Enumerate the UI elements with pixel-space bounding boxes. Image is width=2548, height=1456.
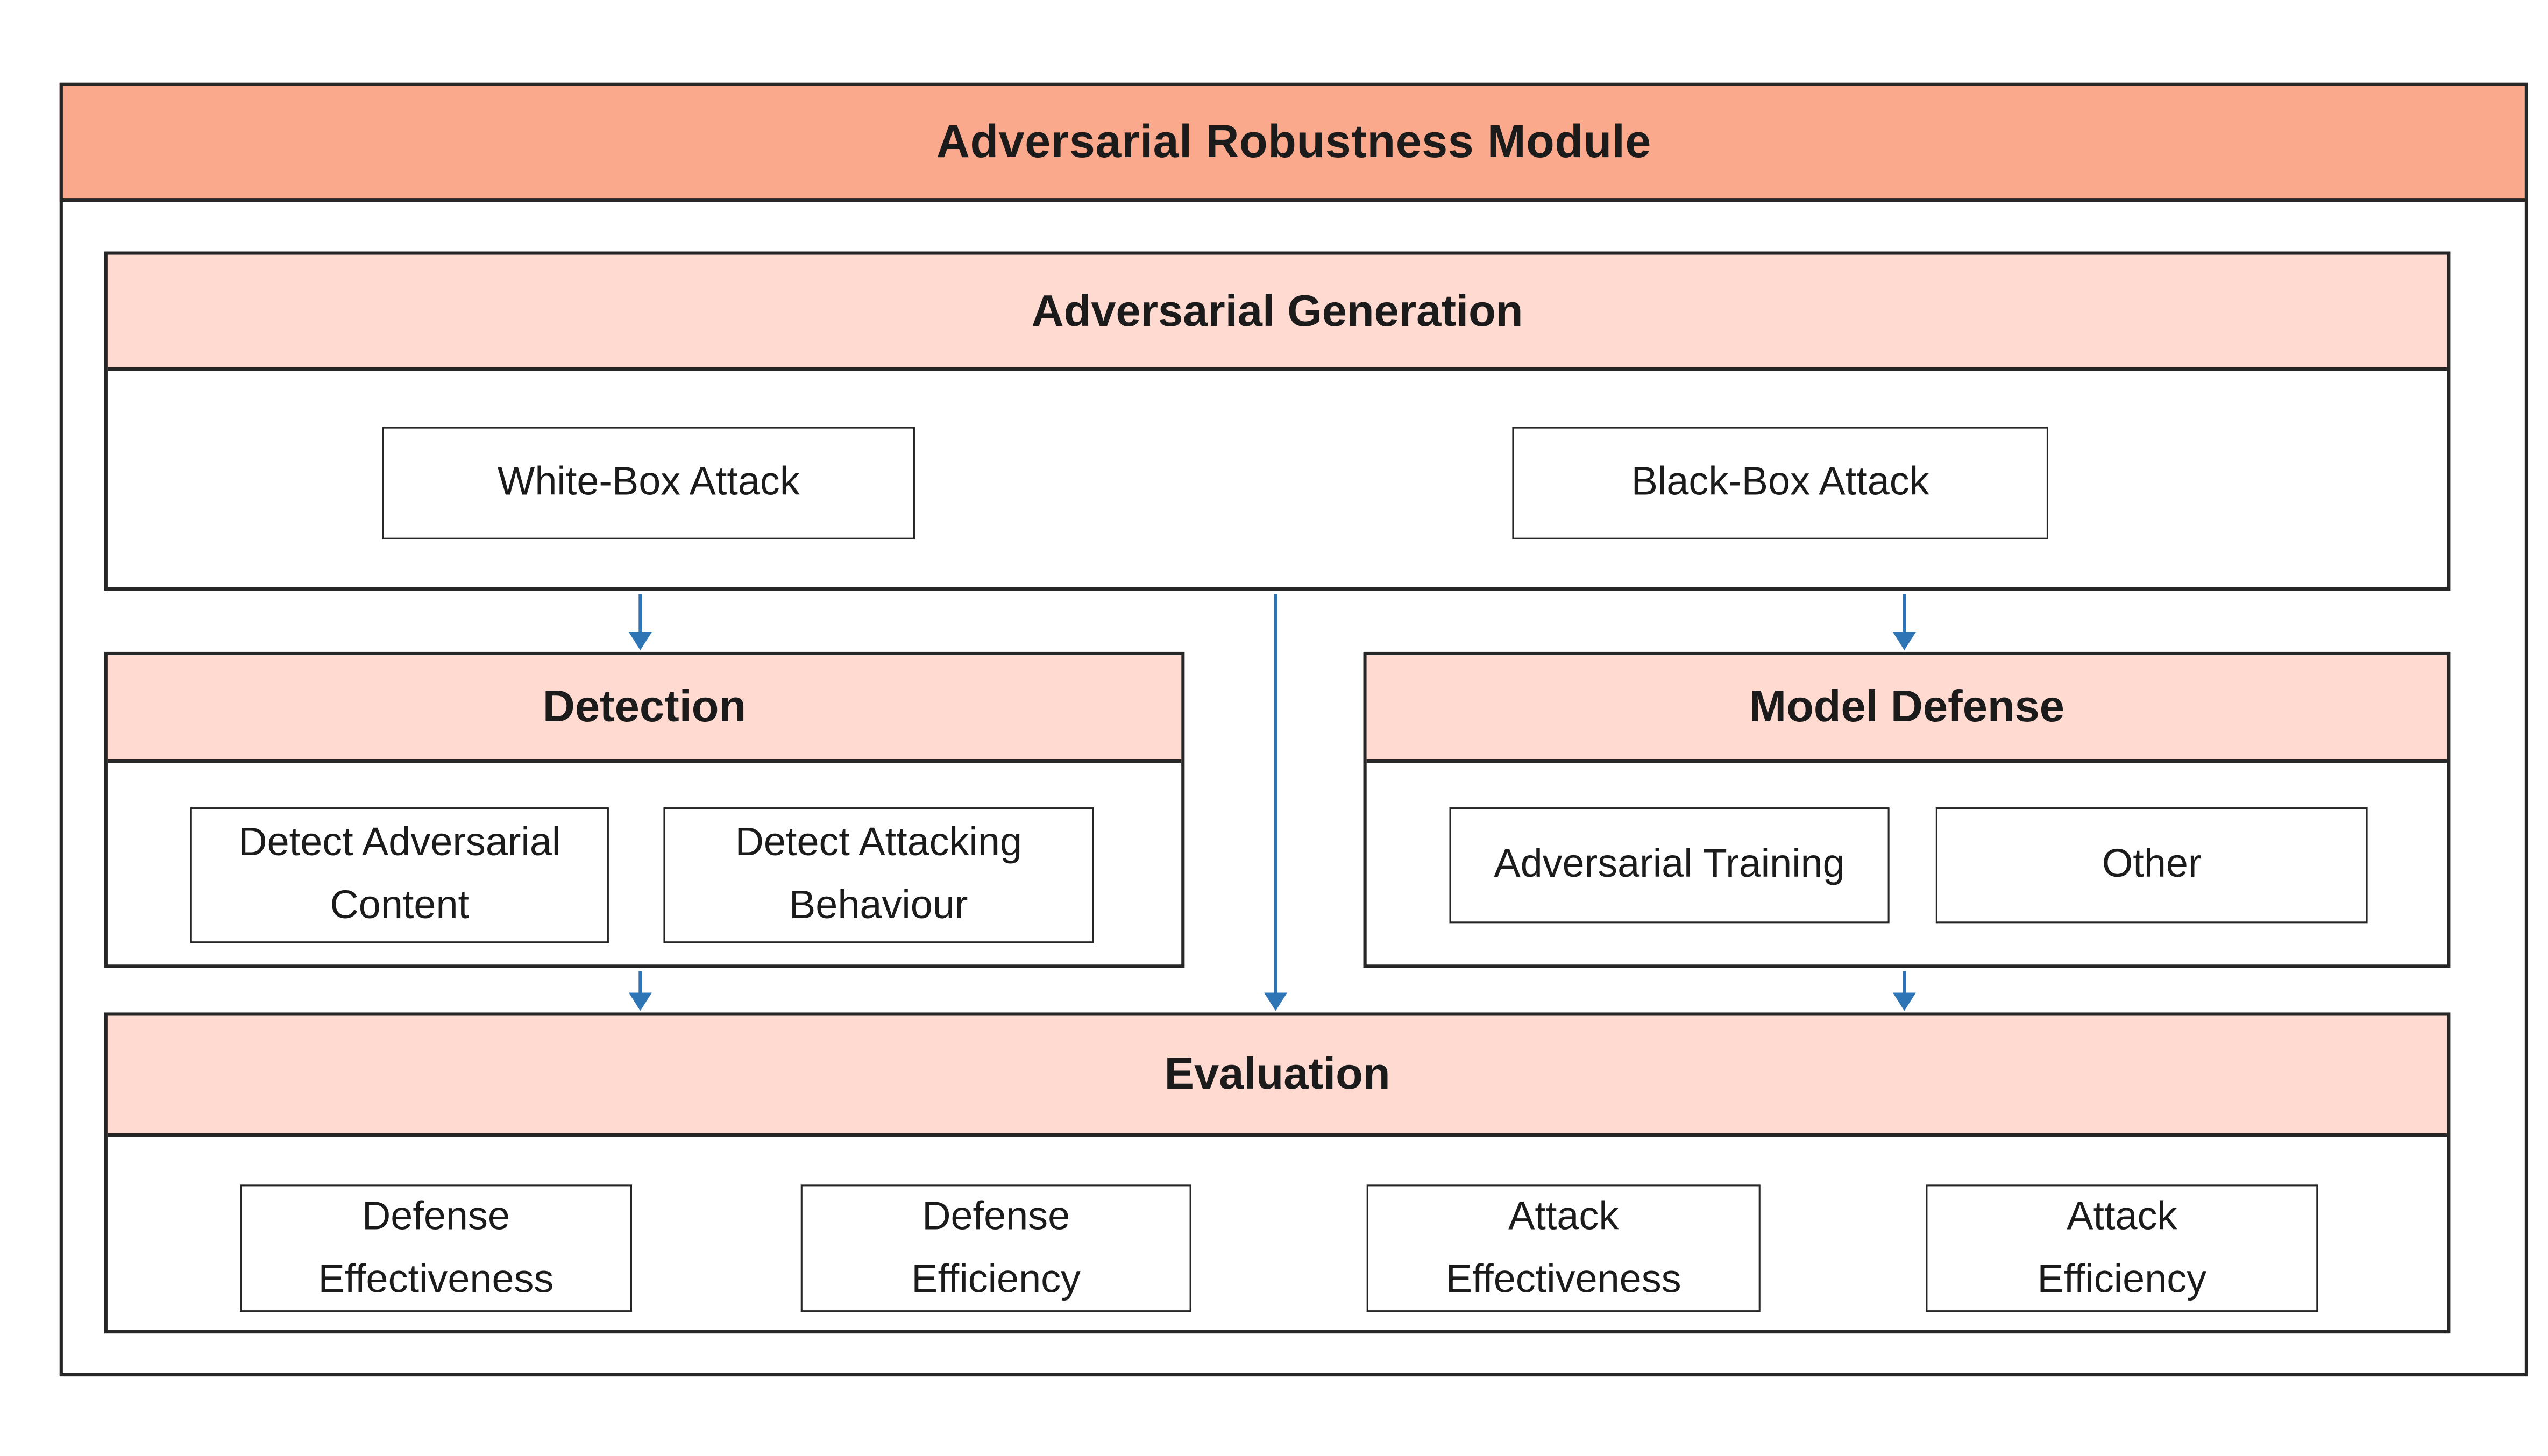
box-white-box-attack: White-Box Attack bbox=[382, 427, 915, 539]
arrow-line bbox=[1903, 594, 1906, 632]
section-evaluation: Evaluation Defense Effectiveness Defense… bbox=[104, 1012, 2451, 1334]
arrow-generation-to-evaluation bbox=[1264, 594, 1288, 1011]
box-attack-efficiency: Attack Efficiency bbox=[1926, 1184, 2318, 1312]
arrow-model-defense-to-evaluation bbox=[1892, 971, 1916, 1011]
section-model-defense: Model Defense Adversarial Training Other bbox=[1363, 651, 2451, 968]
module-title: Adversarial Robustness Module bbox=[936, 116, 1651, 167]
arrowhead-down-icon bbox=[1264, 992, 1288, 1011]
box-defense-efficiency: Defense Efficiency bbox=[800, 1184, 1191, 1312]
arrow-line bbox=[1903, 971, 1906, 993]
arrowhead-down-icon bbox=[1892, 631, 1916, 650]
arrow-generation-to-detection bbox=[628, 594, 652, 650]
section-header-detection: Detection bbox=[107, 655, 1182, 763]
box-black-box-attack: Black-Box Attack bbox=[1512, 427, 2048, 539]
box-adversarial-training: Adversarial Training bbox=[1449, 807, 1890, 924]
section-detection: Detection Detect Adversarial Content Det… bbox=[104, 651, 1185, 968]
arrowhead-down-icon bbox=[628, 631, 652, 650]
arrow-line bbox=[638, 594, 642, 632]
arrow-detection-to-evaluation bbox=[628, 971, 652, 1011]
section-header-evaluation: Evaluation bbox=[107, 1015, 2447, 1137]
module-title-bar: Adversarial Robustness Module bbox=[59, 82, 2528, 202]
box-attack-effectiveness: Attack Effectiveness bbox=[1366, 1184, 1761, 1312]
section-adversarial-generation: Adversarial Generation White-Box Attack … bbox=[104, 251, 2451, 591]
arrow-line bbox=[1274, 594, 1277, 993]
arrowhead-down-icon bbox=[628, 992, 652, 1011]
box-detect-attacking-behaviour: Detect Attacking Behaviour bbox=[663, 807, 1094, 943]
arrowhead-down-icon bbox=[1892, 992, 1916, 1011]
box-detect-adversarial-content: Detect Adversarial Content bbox=[190, 807, 609, 943]
box-defense-effectiveness: Defense Effectiveness bbox=[240, 1184, 632, 1312]
section-header-adversarial-generation: Adversarial Generation bbox=[107, 254, 2447, 371]
arrow-line bbox=[638, 971, 642, 993]
section-header-model-defense: Model Defense bbox=[1366, 655, 2447, 763]
box-other: Other bbox=[1935, 807, 2368, 924]
arrow-generation-to-model-defense bbox=[1892, 594, 1916, 650]
